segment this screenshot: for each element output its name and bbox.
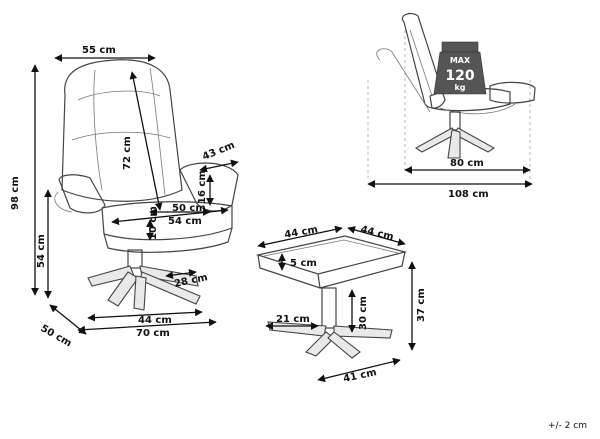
chair-back-height-label: 72 cm: [122, 136, 133, 170]
tolerance-note: +/- 2 cm: [548, 421, 587, 431]
footstool-drawing: [255, 235, 408, 359]
chair-seat-height-label: 54 cm: [36, 234, 47, 268]
footstool-dimension-lines: [257, 225, 416, 383]
footstool-leg-height-label: 30 cm: [358, 296, 369, 330]
weight-icon: [433, 51, 487, 95]
chair-seat-width-label: 54 cm: [168, 216, 202, 227]
chair-base-depth-label: 50 cm: [39, 323, 74, 349]
recline-dimension-lines: [367, 166, 533, 188]
footstool-base-arm-label: 21 cm: [276, 314, 310, 325]
chair-dimension-lines: [31, 54, 239, 335]
recline-reclined-depth-label: 108 cm: [448, 189, 489, 200]
recline-side-view-drawing: [367, 12, 536, 188]
max-unit: kg: [454, 83, 465, 92]
chair-top-width-label: 55 cm: [82, 45, 116, 56]
chair-base-width-label: 44 cm: [138, 315, 172, 326]
chair-dimension-labels: 55 cm 98 cm 54 cm 72 cm 43 cm 16 cm 50 c…: [10, 45, 236, 349]
chair-base-total-width-label: 70 cm: [136, 328, 170, 339]
chair-seat-depth-label: 10 cm: [148, 206, 159, 240]
recline-upright-depth-label: 80 cm: [450, 158, 484, 169]
chair-total-height-label: 98 cm: [10, 176, 21, 210]
footstool-top-width-label: 44 cm: [284, 224, 319, 241]
footstool-top-depth-label: 44 cm: [359, 224, 394, 243]
footstool-cushion-height-label: 5 cm: [290, 258, 317, 269]
weight-handle: [441, 41, 479, 53]
chair-armrest-height-label: 16 cm: [197, 170, 208, 204]
footstool-total-height-label: 37 cm: [416, 288, 427, 322]
recline-dimension-labels: 80 cm 108 cm: [448, 158, 489, 200]
max-weight-badge: MAX 120 kg: [433, 41, 487, 95]
footstool-base-width-label: 41 cm: [342, 367, 377, 385]
chair-armrest-length-label: 43 cm: [201, 140, 236, 163]
max-label: MAX: [450, 56, 471, 65]
chair-armrest-inner-label: 50 cm: [172, 203, 206, 214]
max-value: 120: [445, 68, 474, 84]
